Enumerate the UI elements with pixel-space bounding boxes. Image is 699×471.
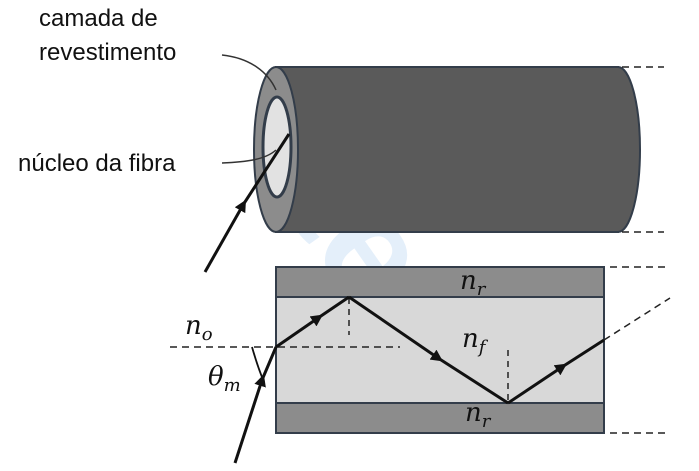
incident-ray-2 [260,346,278,381]
cladding-pointer [221,54,277,91]
fiber-cylinder [203,66,664,273]
incident-ray [233,374,266,464]
cladding-label-line2: revestimento [39,39,176,66]
refracted-ray-1 [275,314,323,349]
core-pointer [221,149,277,164]
symbol-n-r-bottom: nr [465,398,492,432]
fiber-cross-section [170,266,671,464]
reflected-ray-1 [348,295,443,362]
exit-dashed-line [603,297,671,341]
reflected-ray-1b [437,356,509,405]
cladding-label-line1: camada de [39,5,158,32]
refracted-ray-1b [317,295,350,320]
core-face [261,95,293,199]
reflected-ray-2b [561,338,605,369]
bottom-cladding-band [275,402,605,434]
incident-ray-cylinder [203,199,246,273]
symbol-theta-m: θm [208,362,241,396]
top-cladding-band [275,266,605,298]
symbol-n-o: no [185,311,213,345]
symbol-n-r-top: nr [460,266,487,300]
incident-ray-cylinder-inner [241,133,291,206]
core-label: núcleo da fibra [18,150,176,177]
reflected-ray-2 [507,363,567,405]
